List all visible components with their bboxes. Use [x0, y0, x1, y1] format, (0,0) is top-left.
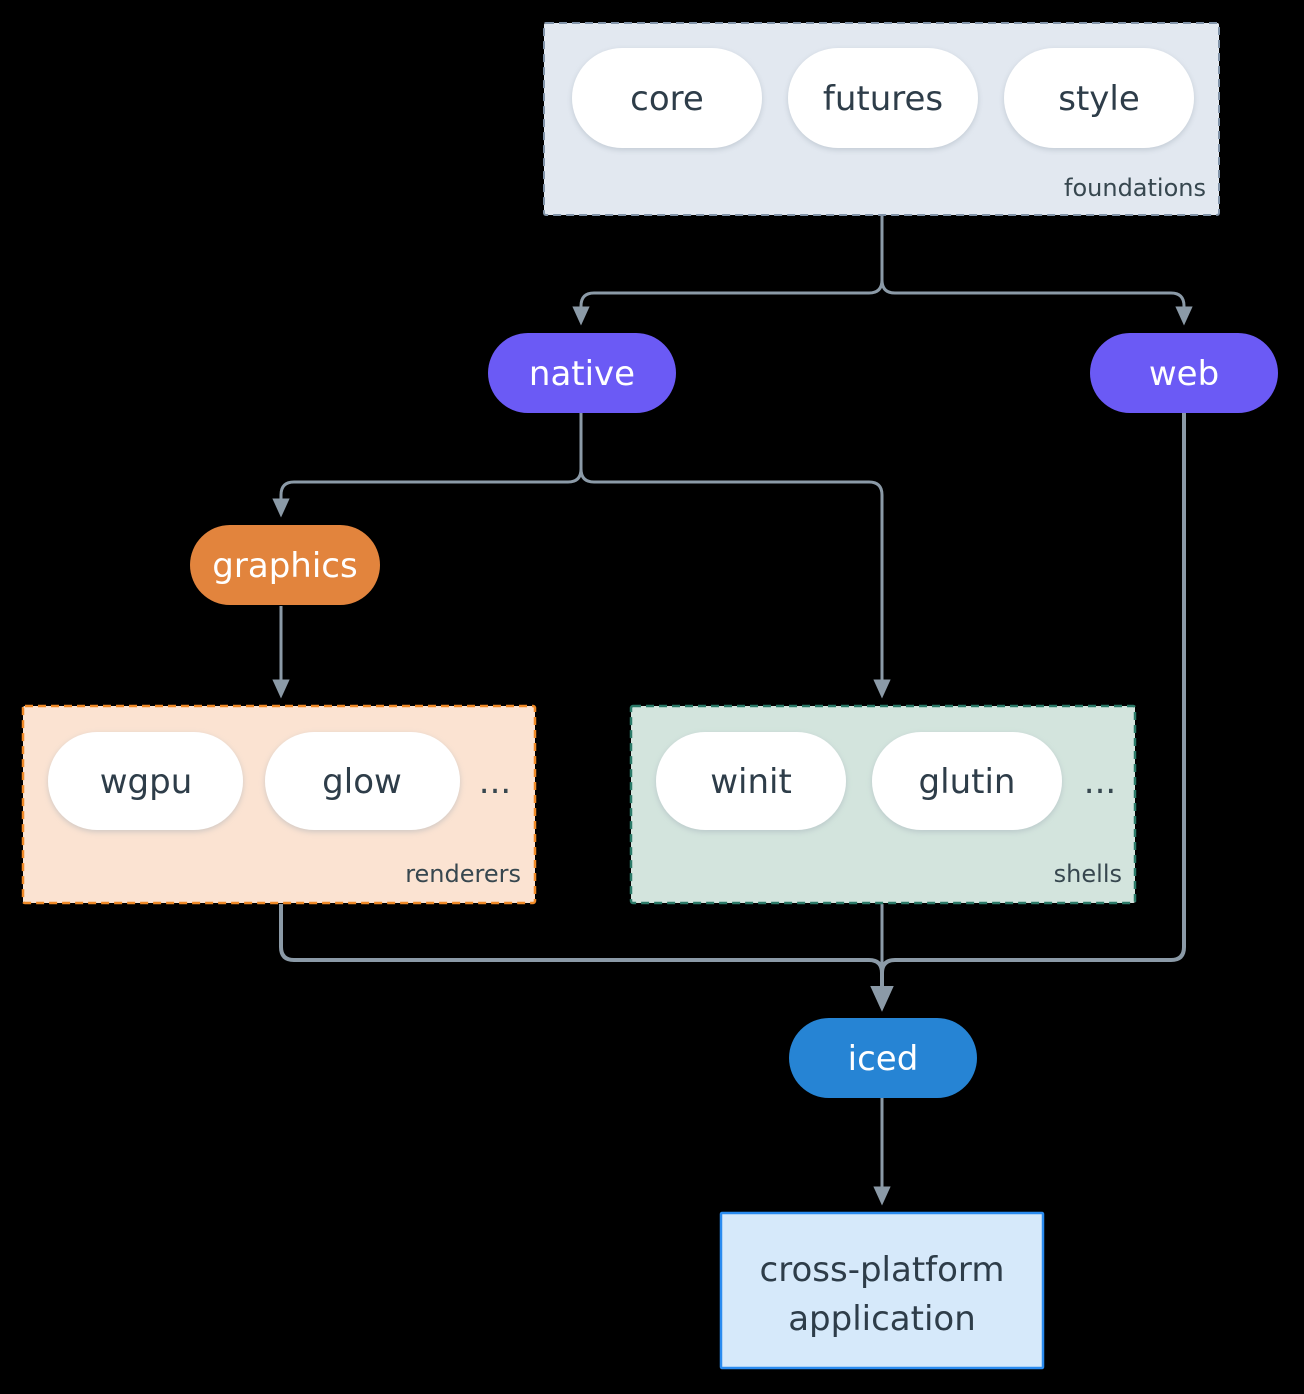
renderers-group-label: renderers [405, 860, 521, 888]
pill-core-label: core [630, 79, 704, 119]
group-renderers[interactable]: wgpu glow ... renderers [21, 704, 537, 905]
pill-core-shape [572, 48, 762, 148]
pill-style-shape [1004, 48, 1194, 148]
edge-native-shells [579, 413, 891, 699]
pill-glutin[interactable]: glutin [872, 732, 1062, 830]
pill-glow-shape [265, 732, 460, 830]
pill-winit-label: winit [710, 762, 792, 802]
edge-layer [272, 215, 1193, 1206]
pill-style-label: style [1058, 79, 1140, 119]
group-shells[interactable]: winit glutin ... shells [629, 704, 1137, 905]
node-web-label: web [1149, 354, 1219, 394]
node-graphics[interactable]: graphics [190, 525, 380, 605]
node-application-label-line1: cross-platform [760, 1250, 1005, 1290]
node-application-label-line2: application [788, 1299, 976, 1339]
node-application[interactable]: cross-platform application [719, 1211, 1045, 1370]
shells-group-label: shells [1054, 860, 1122, 888]
node-application-shape [719, 1211, 1045, 1370]
pill-futures-label: futures [823, 79, 943, 119]
edge-foundations-native [572, 279, 884, 326]
node-iced[interactable]: iced [789, 1018, 977, 1098]
pill-glutin-shape [872, 732, 1062, 830]
edge-foundations-split [880, 215, 1193, 326]
pill-wgpu[interactable]: wgpu [48, 732, 243, 830]
edge-native-graphics [272, 468, 583, 518]
pill-glow[interactable]: glow [265, 732, 460, 830]
pill-wgpu-label: wgpu [100, 762, 193, 802]
group-foundations[interactable]: core futures style foundations [543, 22, 1220, 216]
foundations-group-label: foundations [1064, 174, 1206, 202]
pill-wgpu-shape [48, 732, 243, 830]
pill-futures-shape [788, 48, 978, 148]
pill-glow-label: glow [322, 762, 402, 802]
pill-winit[interactable]: winit [656, 732, 846, 830]
node-native[interactable]: native [488, 333, 676, 413]
edge-web-iced [870, 413, 1186, 1012]
node-native-shape [488, 333, 676, 413]
pill-futures[interactable]: futures [788, 48, 978, 148]
edge-renderers-iced [279, 904, 894, 1012]
node-iced-shape [789, 1018, 977, 1098]
pill-style[interactable]: style [1004, 48, 1194, 148]
pill-glutin-label: glutin [919, 762, 1016, 802]
node-graphics-shape [190, 525, 380, 605]
node-native-label: native [529, 354, 635, 394]
node-iced-label: iced [848, 1039, 919, 1079]
pill-winit-shape [656, 732, 846, 830]
node-web[interactable]: web [1090, 333, 1278, 413]
pill-core[interactable]: core [572, 48, 762, 148]
shells-ellipsis: ... [1084, 762, 1116, 802]
node-graphics-label: graphics [212, 546, 357, 586]
renderers-ellipsis: ... [479, 762, 511, 802]
node-web-shape [1090, 333, 1278, 413]
